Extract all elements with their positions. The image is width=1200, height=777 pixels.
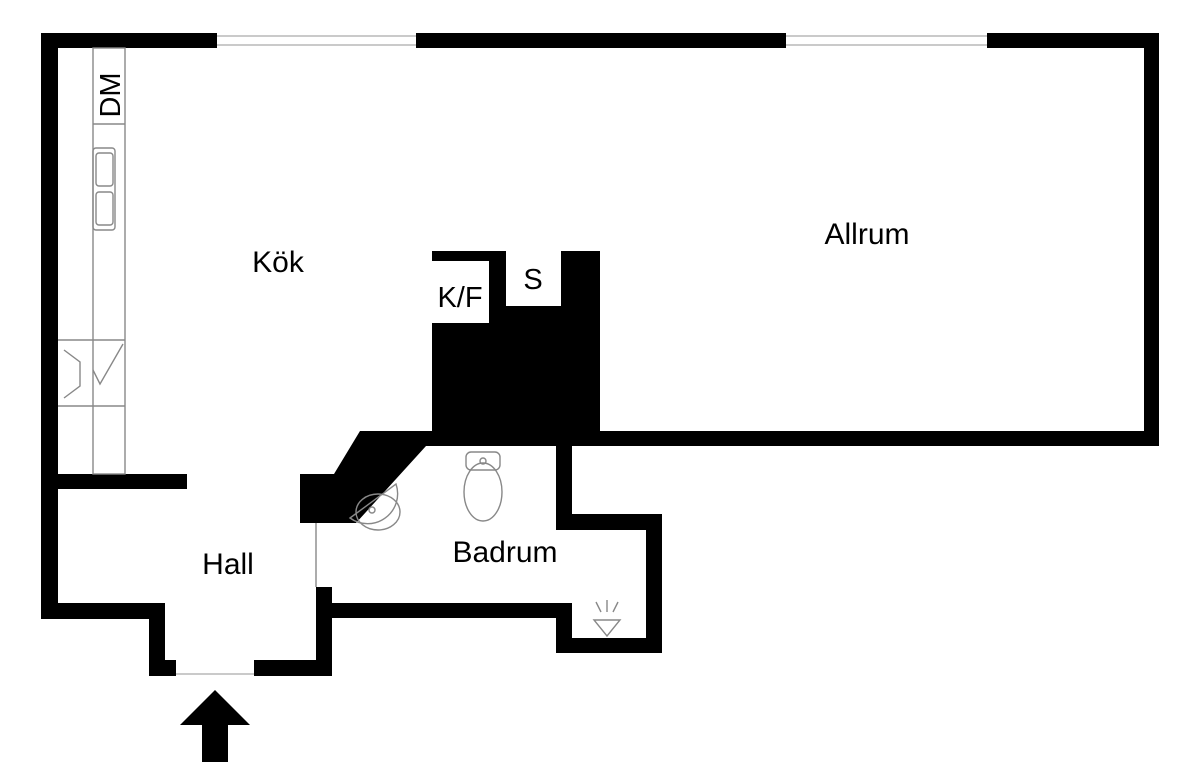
closet-label: S [523,264,542,296]
toilet-button [479,457,487,465]
wall-hall-bottom-left [41,603,165,619]
wall-bath-bottom-right [556,638,662,653]
wall-bath-diagonal [300,431,432,523]
sink-basin-2 [95,191,114,226]
wall-entry-left [149,660,176,676]
kitchen-counter-outline [92,47,126,475]
stove-hood-icon [63,349,81,399]
wall-entry-right [254,660,332,676]
wall-allrum-bottom [600,431,1159,446]
bathroom-fixtures [315,451,622,638]
wall-top-right [987,33,1159,48]
wall-bath-upper-right [556,431,572,530]
wall-top-middle [416,33,786,48]
room-label-bathroom: Badrum [452,536,557,569]
wall-right [1144,33,1159,446]
room-label-hall: Hall [202,548,254,581]
entrance-arrow-icon [180,690,250,762]
kitchen-counter [58,47,126,475]
wall-top-left [41,33,217,48]
toilet-tank-icon [465,451,501,471]
toilet-bowl-icon [463,462,503,522]
drain-ray-1 [595,601,602,613]
wall-entry-left-jamb [149,603,165,676]
wall-kitchen-hall [58,474,187,489]
room-label-kitchen: Kök [252,246,305,279]
wall-bath-right [646,514,662,653]
sink-basin-1 [95,152,114,187]
wall-entry-right-jamb [316,587,332,676]
floor-drain-icon [592,619,622,638]
kitchen-sink-icon [92,147,116,231]
washbasin-bowl [355,493,401,531]
closet-box [506,251,561,306]
room-label-living: Allrum [824,218,909,251]
dishwasher-label: DM [95,72,127,117]
fridge-freezer-label: K/F [437,282,482,314]
fridge-freezer-box [432,261,489,323]
wall-left [41,33,58,619]
wall-bath-notch [556,514,662,530]
stove-mark-icon [92,343,124,386]
drain-ray-3 [612,601,619,613]
windows [176,35,987,675]
wall-bath-bottom [316,603,572,618]
washbasin-drain [368,506,376,514]
